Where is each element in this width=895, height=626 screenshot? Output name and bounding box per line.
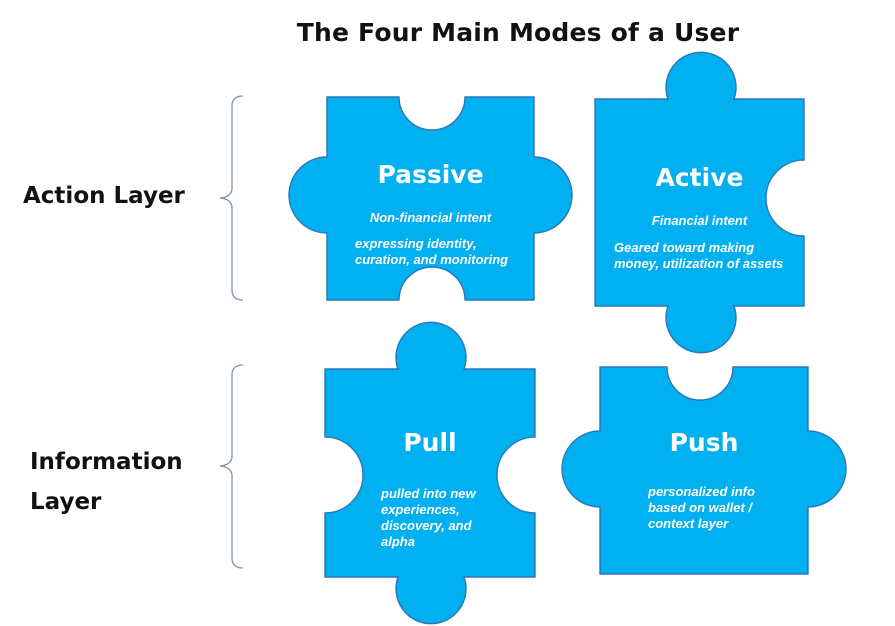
information-layer-bracket: [219, 364, 244, 569]
push-line-2: based on wallet /: [648, 500, 753, 515]
information-layer-label-line2: Layer: [30, 489, 102, 515]
pull-title: Pull: [403, 428, 457, 457]
active-line-3: money, utilization of assets: [614, 256, 784, 271]
passive-line-1: Non-financial intent: [369, 210, 492, 225]
passive-line-3: curation, and monitoring: [355, 252, 509, 267]
pull-piece: [324, 321, 536, 625]
pull-line-4: alpha: [381, 534, 415, 549]
passive-title: Passive: [377, 160, 484, 189]
push-line-1: personalized info: [648, 484, 755, 499]
active-line-2: Geared toward making: [614, 240, 755, 255]
pull-line-2: experiences,: [381, 502, 460, 517]
active-piece: [594, 51, 805, 354]
diagram-title: The Four Main Modes of a User: [296, 18, 740, 47]
pull-line-1: pulled into new: [381, 486, 476, 501]
active-line-1: Financial intent: [651, 213, 748, 228]
information-layer-label-line1: Information: [30, 449, 183, 475]
push-line-3: context layer: [648, 516, 729, 531]
push-title: Push: [669, 428, 739, 457]
pull-line-3: discovery, and: [381, 518, 472, 533]
passive-line-2: expressing identity,: [355, 236, 477, 251]
action-layer-bracket: [219, 95, 244, 301]
active-title: Active: [655, 163, 744, 192]
passive-piece: [288, 96, 573, 301]
action-layer-label: Action Layer: [23, 183, 185, 209]
push-piece: [561, 366, 847, 575]
